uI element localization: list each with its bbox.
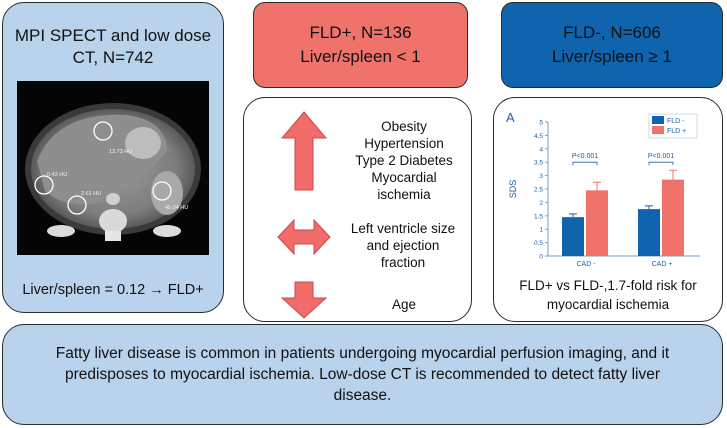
- y-tick-label: 1: [539, 227, 543, 234]
- legend-swatch: [652, 116, 664, 124]
- risk-item: Obesity: [381, 119, 427, 134]
- unchanged-item: and ejection: [366, 238, 440, 253]
- decreased-item: Age: [391, 297, 417, 312]
- roi-label-1: 13.73 HU: [109, 149, 132, 155]
- fld-positive-count: FLD+, N=136: [309, 23, 412, 42]
- increased-risk-list: Obesity Hypertension Type 2 Diabetes Myo…: [344, 118, 464, 203]
- legend-label: FLD +: [667, 128, 686, 135]
- unchanged-item: fraction: [380, 255, 426, 270]
- ct-panel-caption: Liver/spleen = 0.12 → FLD+: [22, 282, 204, 298]
- roi-label-4: 45.04 HU: [165, 205, 188, 211]
- up-arrow-icon: [280, 111, 328, 191]
- decreased-list: Age: [344, 296, 464, 313]
- fld-positive-criterion: Liver/spleen < 1: [300, 47, 421, 66]
- significance-bracket: [572, 161, 598, 166]
- chart-panel-label: A: [506, 110, 515, 125]
- y-tick-label: 3.5: [534, 160, 543, 167]
- y-tick-label: 0.5: [534, 240, 543, 247]
- ct-panel: MPI SPECT and low dose CT, N=742: [2, 2, 224, 313]
- unchanged-item: Left ventricle size: [350, 221, 456, 236]
- associations-panel: Obesity Hypertension Type 2 Diabetes Myo…: [243, 97, 472, 322]
- y-tick-label: 3: [539, 173, 543, 180]
- y-tick-label: 4: [539, 146, 543, 153]
- significance-label: P<0.001: [648, 153, 674, 160]
- unchanged-list: Left ventricle size and ejection fractio…: [336, 220, 470, 271]
- y-axis-label: SDS: [508, 180, 518, 199]
- chart-caption: FLD+ vs FLD-,1.7-fold risk for myocardia…: [500, 276, 716, 314]
- bar: [662, 179, 684, 256]
- fld-negative-box: FLD-, N=606 Liver/spleen ≥ 1: [501, 2, 723, 88]
- down-arrow-icon: [280, 281, 328, 319]
- roi-circle-2: [34, 175, 54, 195]
- conclusion-text: Fatty liver disease is common in patient…: [55, 345, 670, 404]
- bar: [638, 209, 660, 256]
- y-tick-label: 2.5: [534, 187, 543, 194]
- y-tick-label: 1.5: [534, 213, 543, 220]
- significance-label: P<0.001: [572, 153, 598, 160]
- fld-negative-count: FLD-, N=606: [563, 23, 661, 42]
- risk-item: Hypertension: [364, 136, 444, 151]
- ct-scan-image: 13.73 HU 0.43 HU 2.61 HU 45.04 HU: [17, 81, 209, 255]
- y-tick-label: 5: [539, 120, 543, 127]
- significance-bracket: [648, 161, 674, 166]
- x-tick-label: CAD -: [576, 261, 596, 268]
- risk-item: ischemia: [377, 187, 431, 202]
- roi-label-2: 0.43 HU: [47, 172, 67, 178]
- ct-scan-graphic: 13.73 HU 0.43 HU 2.61 HU 45.04 HU: [17, 81, 209, 255]
- risk-item: Myocardial: [371, 170, 437, 185]
- ct-panel-title: MPI SPECT and low dose CT, N=742: [14, 26, 212, 67]
- bar: [586, 190, 608, 256]
- chart-caption-line-1: FLD+ vs FLD-,1.7-fold risk for: [519, 278, 697, 293]
- fld-negative-criterion: Liver/spleen ≥ 1: [552, 47, 672, 66]
- fld-positive-box: FLD+, N=136 Liver/spleen < 1: [253, 2, 468, 88]
- x-tick-label: CAD +: [652, 261, 673, 268]
- conclusion-panel: Fatty liver disease is common in patient…: [2, 324, 723, 425]
- roi-label-3: 2.61 HU: [81, 191, 101, 197]
- y-tick-label: 4.5: [534, 133, 543, 140]
- chart-caption-line-2: myocardial ischemia: [546, 297, 670, 312]
- roi-circle-1: [93, 121, 113, 141]
- y-tick-label: 0: [539, 254, 543, 261]
- legend-swatch: [652, 126, 664, 134]
- roi-circle-4: [152, 181, 172, 201]
- y-tick-label: 2: [539, 200, 543, 207]
- roi-circle-3: [67, 195, 87, 215]
- left-right-arrow-icon: [277, 218, 331, 256]
- legend-label: FLD -: [667, 118, 685, 125]
- risk-item: Type 2 Diabetes: [355, 153, 453, 168]
- bar: [562, 217, 584, 256]
